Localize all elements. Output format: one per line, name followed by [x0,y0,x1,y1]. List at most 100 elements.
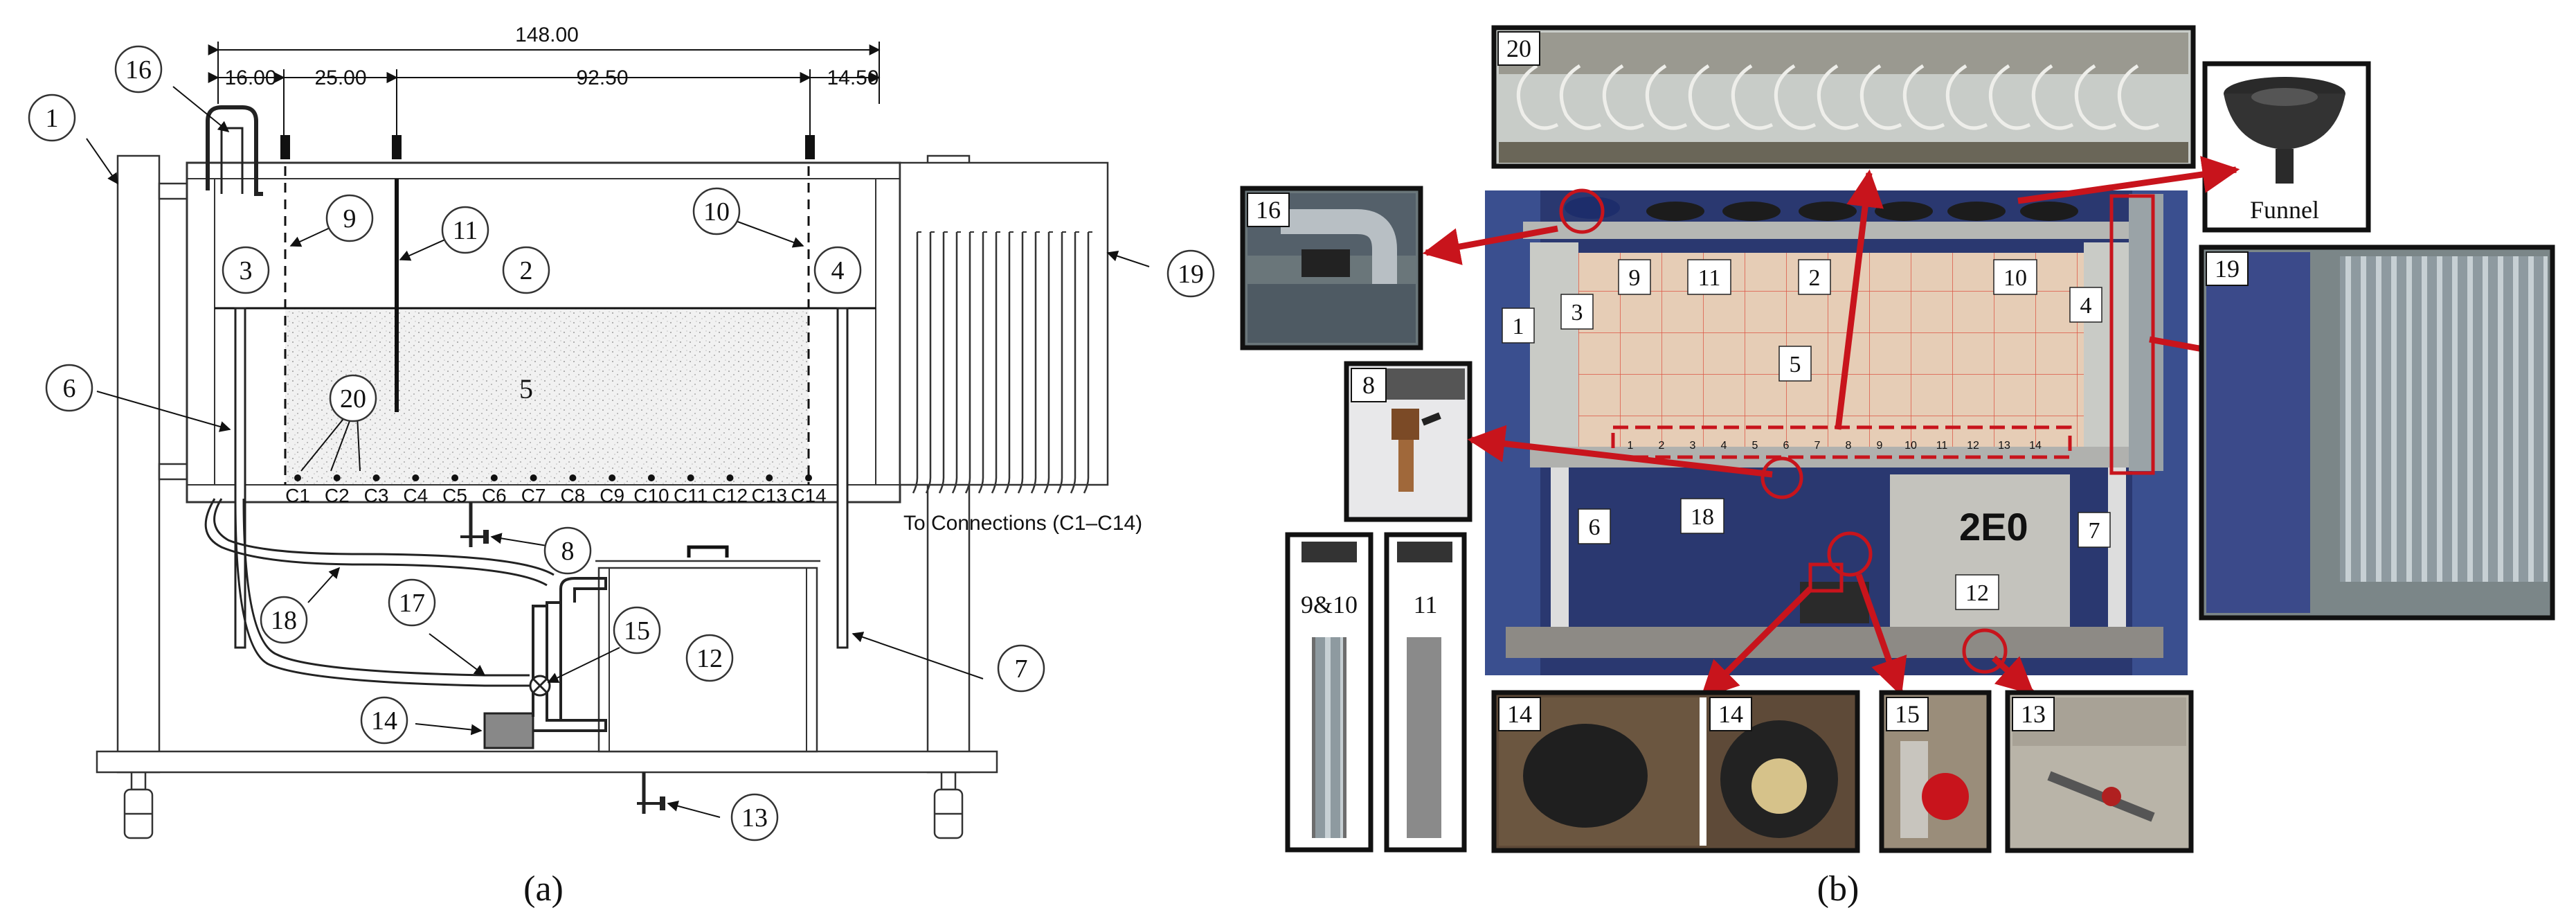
callout-circle-20 [329,374,377,422]
callout-circle-18 [260,596,308,644]
manometer-tube [1043,232,1050,494]
hose-18 [213,498,555,576]
port-number: 14 [2029,440,2042,452]
photo-label-5: 5 [1790,352,1801,377]
callout-label-1: 1 [46,104,59,133]
photo-label-10: 10 [2003,265,2027,291]
port-number: 7 [1814,440,1821,452]
port-label: C9 [600,485,624,506]
panel-b-photos: 20 Funnel 16 8 [1240,25,2555,909]
callout-label-16: 16 [125,55,152,84]
callout-label-10: 10 [703,197,730,226]
photo-label-box-7 [2078,512,2111,548]
manometer-tube [951,232,958,494]
manometer-tube [925,232,932,494]
photo-label-1: 1 [1513,314,1524,339]
photo-label-box-4 [2069,287,2102,323]
funnels-row [1646,202,2078,221]
callout-circle-4 [813,246,862,294]
port-number: 11 [1936,440,1948,452]
inset-19-label: 19 [2215,255,2240,283]
tubing-loop [1602,64,1645,130]
port-label: C7 [521,485,546,506]
callout-label-12: 12 [696,644,723,673]
dim-total: 148.00 [515,24,579,46]
photo-label-2: 2 [1809,265,1821,291]
reservoir-handle [687,545,729,558]
inset-8-label: 8 [1362,371,1375,399]
manometer-tube [1030,232,1037,494]
dimension-lines [208,42,881,139]
tubing-loop [1988,64,2031,130]
funnel-bowl [1947,202,2006,221]
port-dot [294,474,301,481]
wheels [123,788,964,839]
manometer-tube [1070,232,1077,494]
port-number: 12 [1967,440,1979,452]
callout-circle-12 [685,634,734,682]
inset-15-label: 15 [1895,700,1920,728]
inset-14-pump: 14 14 [1491,690,1860,853]
dim-16: 16.00 [224,66,276,89]
callout-label-18: 18 [271,606,297,635]
port-number: 1 [1628,440,1634,452]
marker-11 [392,135,402,159]
manometer-tube [1017,232,1024,494]
photo-label-box-9 [1618,259,1651,295]
callout-label-15: 15 [624,616,650,646]
tubing-loops [1516,64,2160,130]
port-dot [569,474,577,481]
port-dot [766,474,773,481]
callout-circle-2 [502,246,550,294]
tubing-loop [1817,64,1859,130]
callout-label-6: 6 [63,374,76,403]
port-number: 3 [1690,440,1696,452]
manometer-tube [912,232,919,494]
callout-circle-3 [222,246,270,294]
port-dot [687,474,694,481]
hose-17 [234,498,530,687]
port-label: C10 [633,485,669,506]
tubing-loop [1945,64,1988,130]
funnel-bowl [1722,202,1781,221]
callout-label-2: 2 [520,256,533,285]
callout-label-20: 20 [340,384,366,413]
port-label: C2 [325,485,350,506]
dim-25: 25.00 [314,66,366,89]
port-label: C4 [403,485,428,506]
port-dot [333,474,341,481]
port-number: 10 [1904,440,1917,452]
manometer-tube [964,232,971,494]
photo-label-4: 4 [2080,293,2092,319]
tubing-loop [1731,64,1774,130]
tubing-loop [1902,64,1945,130]
tubing-loop [1859,64,1902,130]
photo-label-box-12 [1955,574,1999,610]
panel-a-schematic: 148.00 16.00 25.00 92.50 14.50 [28,24,1215,909]
manometer-tube [1004,232,1011,494]
photo-label-7: 7 [2089,518,2100,544]
inset-14b-label: 14 [1718,700,1743,728]
tubing-loop [1516,64,1559,130]
port-number: 8 [1846,440,1852,452]
photo-label-box-2 [1798,259,1831,295]
inset-9-10-label: 9&10 [1301,591,1358,618]
connections-label: To Connections (C1–C14) [903,512,1142,535]
inset-11-wall: 11 [1384,532,1467,853]
sand-label: 5 [519,373,533,404]
brand-label: 2E0 [1959,505,2028,549]
inset-13-drain: 13 [2005,690,2194,853]
inset-14a-label: 14 [1507,700,1532,728]
dim-92-5: 92.50 [576,66,628,89]
inset-8-valve: 8 [1344,361,1472,522]
port-number: 5 [1752,440,1758,452]
overflow-pipe-inner [220,127,244,194]
port-label: C12 [712,485,748,506]
tubing-loop [1645,64,1688,130]
port-dot [530,474,537,481]
port-dot [726,474,734,481]
port-label: C5 [442,485,467,506]
port-number: 2 [1659,440,1665,452]
photo-label-box-6 [1578,508,1611,544]
